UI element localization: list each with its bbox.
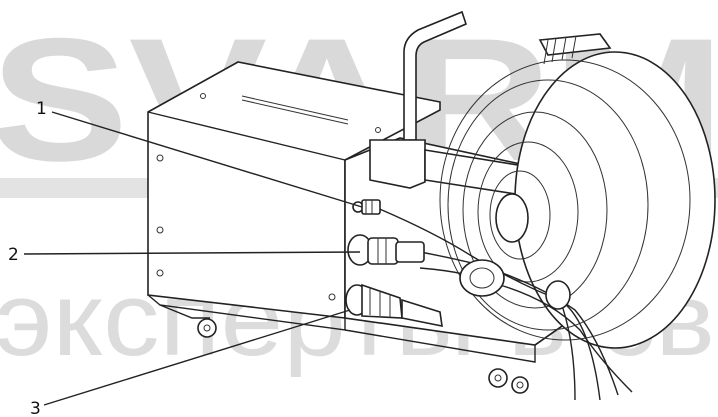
callout-3: 3 bbox=[30, 399, 41, 417]
wheels bbox=[197, 318, 529, 394]
control-connector bbox=[347, 234, 425, 266]
wire-spool bbox=[439, 33, 716, 349]
cable-bundle bbox=[369, 204, 633, 401]
power-connector bbox=[345, 283, 443, 328]
callout-1: 1 bbox=[36, 99, 47, 119]
leader-lines bbox=[23, 111, 363, 406]
carry-handle bbox=[369, 10, 467, 189]
feeder-housing bbox=[147, 61, 441, 331]
callout-2: 2 bbox=[8, 245, 19, 265]
gas-fitting bbox=[352, 199, 381, 215]
